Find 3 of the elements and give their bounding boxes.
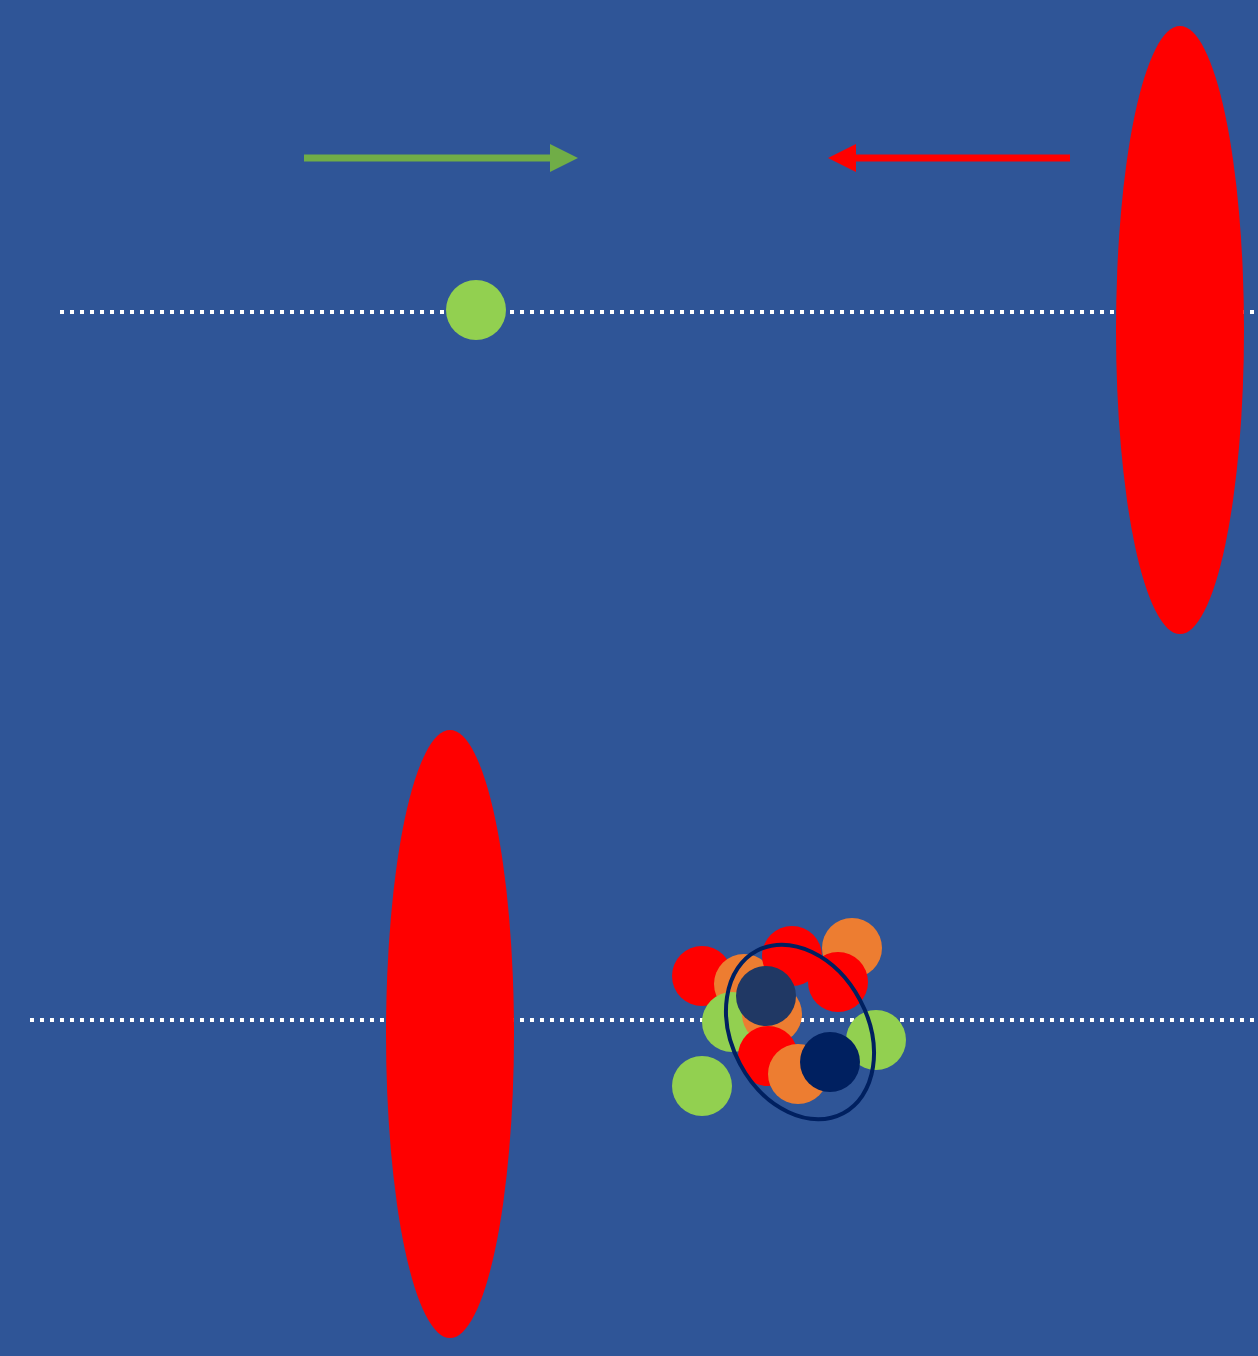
nucleus-ellipse [1116,26,1244,634]
nucleus-ellipse [386,730,514,1338]
particle-circle [446,280,506,340]
